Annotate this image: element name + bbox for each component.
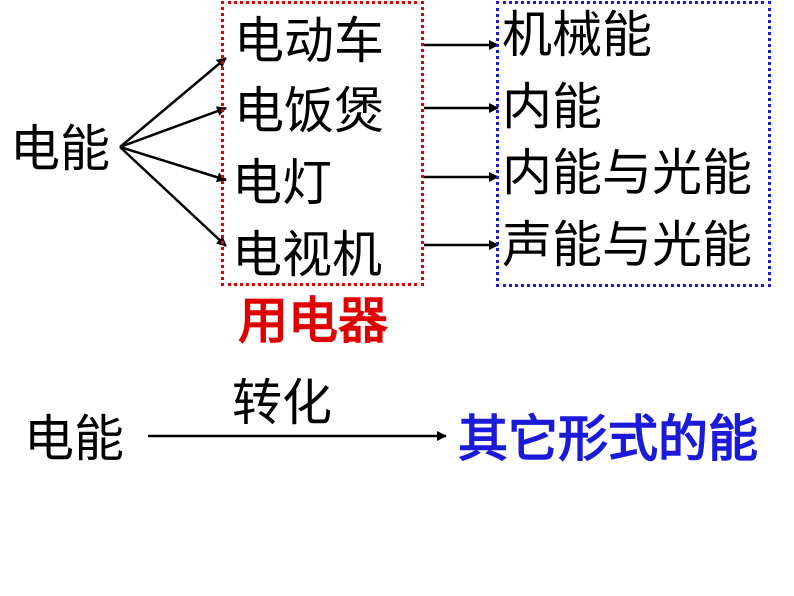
energy-forms-box — [496, 1, 771, 287]
fan-arrow-1 — [119, 57, 227, 148]
energy-label-1: 机械能 — [502, 6, 652, 64]
fan-arrow-2 — [119, 106, 227, 149]
device-label-4: 电视机 — [232, 226, 382, 284]
energy-label-3: 内能与光能 — [502, 144, 752, 202]
device-label-2: 电饭煲 — [234, 82, 384, 140]
devices-caption: 用电器 — [238, 292, 388, 350]
energy-label-4: 声能与光能 — [502, 216, 752, 274]
summary-process-label: 转化 — [232, 374, 332, 432]
source-label: 电能 — [10, 120, 110, 178]
summary-source-label: 电能 — [24, 410, 124, 468]
fan-arrow-3 — [119, 145, 227, 183]
device-label-3: 电灯 — [232, 154, 332, 212]
fan-arrow-4 — [119, 146, 227, 247]
summary-result-label: 其它形式的能 — [458, 410, 758, 468]
devices-box — [221, 1, 424, 286]
energy-label-2: 内能 — [502, 78, 602, 136]
device-label-1: 电动车 — [234, 12, 384, 70]
